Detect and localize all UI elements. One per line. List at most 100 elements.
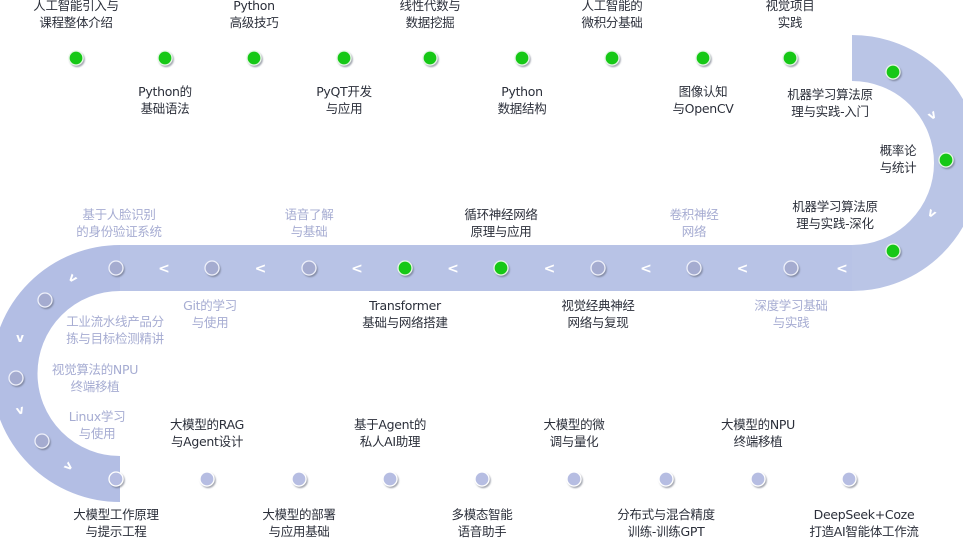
milestone-node[interactable] bbox=[686, 260, 702, 276]
pending-dot-icon[interactable] bbox=[8, 370, 24, 386]
milestone-label-line: 与使用 bbox=[191, 315, 229, 330]
milestone-label-line: 数据挖掘 bbox=[405, 15, 455, 30]
milestone-label-line: 终端移植 bbox=[70, 379, 120, 394]
completed-dot-icon[interactable] bbox=[938, 152, 954, 168]
completed-dot-icon[interactable] bbox=[885, 64, 901, 80]
milestone-label: Git的学习与使用 bbox=[183, 297, 237, 331]
milestone-label: 深度学习基础与实践 bbox=[754, 297, 828, 331]
milestone-node[interactable] bbox=[68, 50, 84, 66]
milestone-node[interactable] bbox=[590, 260, 606, 276]
milestone-node[interactable] bbox=[301, 260, 317, 276]
pending-dot-icon[interactable] bbox=[474, 471, 490, 487]
pending-dot-icon[interactable] bbox=[37, 292, 53, 308]
completed-dot-icon[interactable] bbox=[695, 50, 711, 66]
completed-dot-icon[interactable] bbox=[397, 260, 413, 276]
pending-dot-icon[interactable] bbox=[34, 433, 50, 449]
arrow-right-icon: > bbox=[339, 472, 351, 488]
milestone-label: 机器学习算法原理与实践-深化 bbox=[792, 198, 878, 232]
arrow-right-icon: > bbox=[834, 51, 846, 67]
milestone-node[interactable] bbox=[199, 471, 215, 487]
arrow-right-icon: > bbox=[293, 51, 305, 67]
pending-dot-icon[interactable] bbox=[658, 471, 674, 487]
milestone-node[interactable] bbox=[204, 260, 220, 276]
milestone-node[interactable] bbox=[782, 50, 798, 66]
milestone-label: 分布式与混合精度训练-训练GPT bbox=[617, 506, 715, 540]
milestone-node[interactable] bbox=[841, 471, 857, 487]
arrow-right-icon: > bbox=[247, 472, 259, 488]
arrow-right-icon: > bbox=[706, 472, 718, 488]
milestone-node[interactable] bbox=[750, 471, 766, 487]
milestone-node[interactable] bbox=[885, 243, 901, 259]
pending-dot-icon[interactable] bbox=[291, 471, 307, 487]
pending-dot-icon[interactable] bbox=[750, 471, 766, 487]
milestone-node[interactable] bbox=[291, 471, 307, 487]
milestone-node[interactable] bbox=[34, 433, 50, 449]
milestone-node[interactable] bbox=[514, 50, 530, 66]
pending-dot-icon[interactable] bbox=[199, 471, 215, 487]
milestone-node[interactable] bbox=[566, 471, 582, 487]
pending-dot-icon[interactable] bbox=[590, 260, 606, 276]
completed-dot-icon[interactable] bbox=[514, 50, 530, 66]
milestone-node[interactable] bbox=[382, 471, 398, 487]
completed-dot-icon[interactable] bbox=[68, 50, 84, 66]
milestone-node[interactable] bbox=[422, 50, 438, 66]
completed-dot-icon[interactable] bbox=[157, 50, 173, 66]
milestone-node[interactable] bbox=[658, 471, 674, 487]
completed-dot-icon[interactable] bbox=[336, 50, 352, 66]
arrow-right-icon: > bbox=[204, 51, 216, 67]
completed-dot-icon[interactable] bbox=[422, 50, 438, 66]
milestone-label-line: 拣与目标检测精讲 bbox=[66, 331, 164, 346]
arrow-right-icon: > bbox=[652, 51, 664, 67]
pending-dot-icon[interactable] bbox=[686, 260, 702, 276]
milestone-node[interactable] bbox=[108, 260, 124, 276]
milestone-label-line: 调与量化 bbox=[549, 434, 599, 449]
milestone-label-line: Python的 bbox=[138, 84, 192, 99]
milestone-node[interactable] bbox=[336, 50, 352, 66]
milestone-node[interactable] bbox=[604, 50, 620, 66]
milestone-node[interactable] bbox=[938, 152, 954, 168]
milestone-label: 视觉经典神经网络与复现 bbox=[561, 297, 635, 331]
pending-dot-icon[interactable] bbox=[108, 471, 124, 487]
milestone-label: Python的基础语法 bbox=[138, 83, 192, 117]
milestone-node[interactable] bbox=[783, 260, 799, 276]
pending-dot-icon[interactable] bbox=[566, 471, 582, 487]
milestone-node[interactable] bbox=[474, 471, 490, 487]
milestone-label-line: 训练-训练GPT bbox=[627, 524, 705, 539]
milestone-node[interactable] bbox=[397, 260, 413, 276]
pending-dot-icon[interactable] bbox=[301, 260, 317, 276]
milestone-node[interactable] bbox=[108, 471, 124, 487]
milestone-label-line: 大模型的微 bbox=[543, 417, 605, 432]
arrow-left-icon: < bbox=[158, 261, 170, 277]
milestone-label-line: 视觉项目 bbox=[765, 0, 815, 13]
milestone-node[interactable] bbox=[37, 292, 53, 308]
milestone-label: 卷积神经网络 bbox=[670, 206, 719, 240]
pending-dot-icon[interactable] bbox=[204, 260, 220, 276]
completed-dot-icon[interactable] bbox=[493, 260, 509, 276]
pending-dot-icon[interactable] bbox=[382, 471, 398, 487]
milestone-node[interactable] bbox=[493, 260, 509, 276]
milestone-node[interactable] bbox=[246, 50, 262, 66]
milestone-label-line: 课程整体介绍 bbox=[39, 15, 113, 30]
milestone-node[interactable] bbox=[695, 50, 711, 66]
pending-dot-icon[interactable] bbox=[841, 471, 857, 487]
completed-dot-icon[interactable] bbox=[246, 50, 262, 66]
completed-dot-icon[interactable] bbox=[604, 50, 620, 66]
milestone-label-line: 语音助手 bbox=[457, 524, 507, 539]
milestone-label-line: 与基础 bbox=[290, 224, 328, 239]
milestone-node[interactable] bbox=[8, 370, 24, 386]
milestone-label-line: DeepSeek+Coze bbox=[813, 507, 915, 522]
completed-dot-icon[interactable] bbox=[782, 50, 798, 66]
milestone-node[interactable] bbox=[157, 50, 173, 66]
milestone-node[interactable] bbox=[885, 64, 901, 80]
milestone-label-line: 网络与复现 bbox=[567, 315, 629, 330]
milestone-label: 语音了解与基础 bbox=[285, 206, 334, 240]
arrow-left-icon: < bbox=[737, 261, 749, 277]
pending-dot-icon[interactable] bbox=[108, 260, 124, 276]
pending-dot-icon[interactable] bbox=[783, 260, 799, 276]
completed-dot-icon[interactable] bbox=[885, 243, 901, 259]
arrow-right-icon: > bbox=[561, 51, 573, 67]
